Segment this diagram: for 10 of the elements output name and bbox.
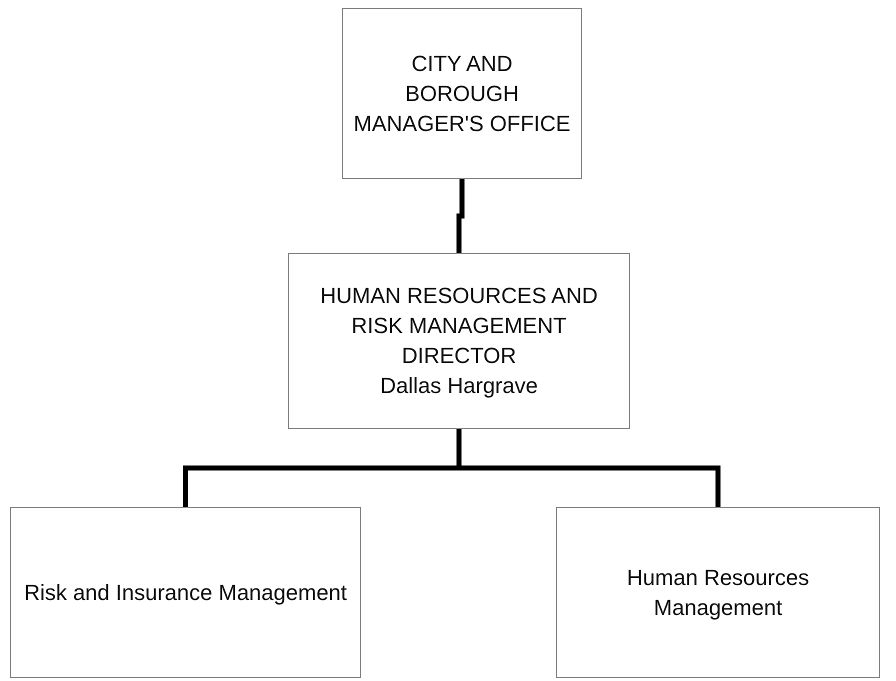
box-title: HUMAN RESOURCES AND RISK MANAGEMENT DIRECTOR <box>319 282 599 370</box>
box-title: Risk and Insurance Management <box>24 578 347 607</box>
box-title: Human Resources Management <box>626 564 810 622</box>
org-box <box>288 253 630 429</box>
org-box <box>10 507 361 678</box>
box-title: CITY AND BOROUGH MANAGER'S OFFICE <box>353 50 571 138</box>
connector-line <box>456 179 464 253</box>
org-box <box>556 507 880 678</box>
person-name: Dallas Hargrave <box>380 372 538 400</box>
org-box <box>342 8 582 179</box>
